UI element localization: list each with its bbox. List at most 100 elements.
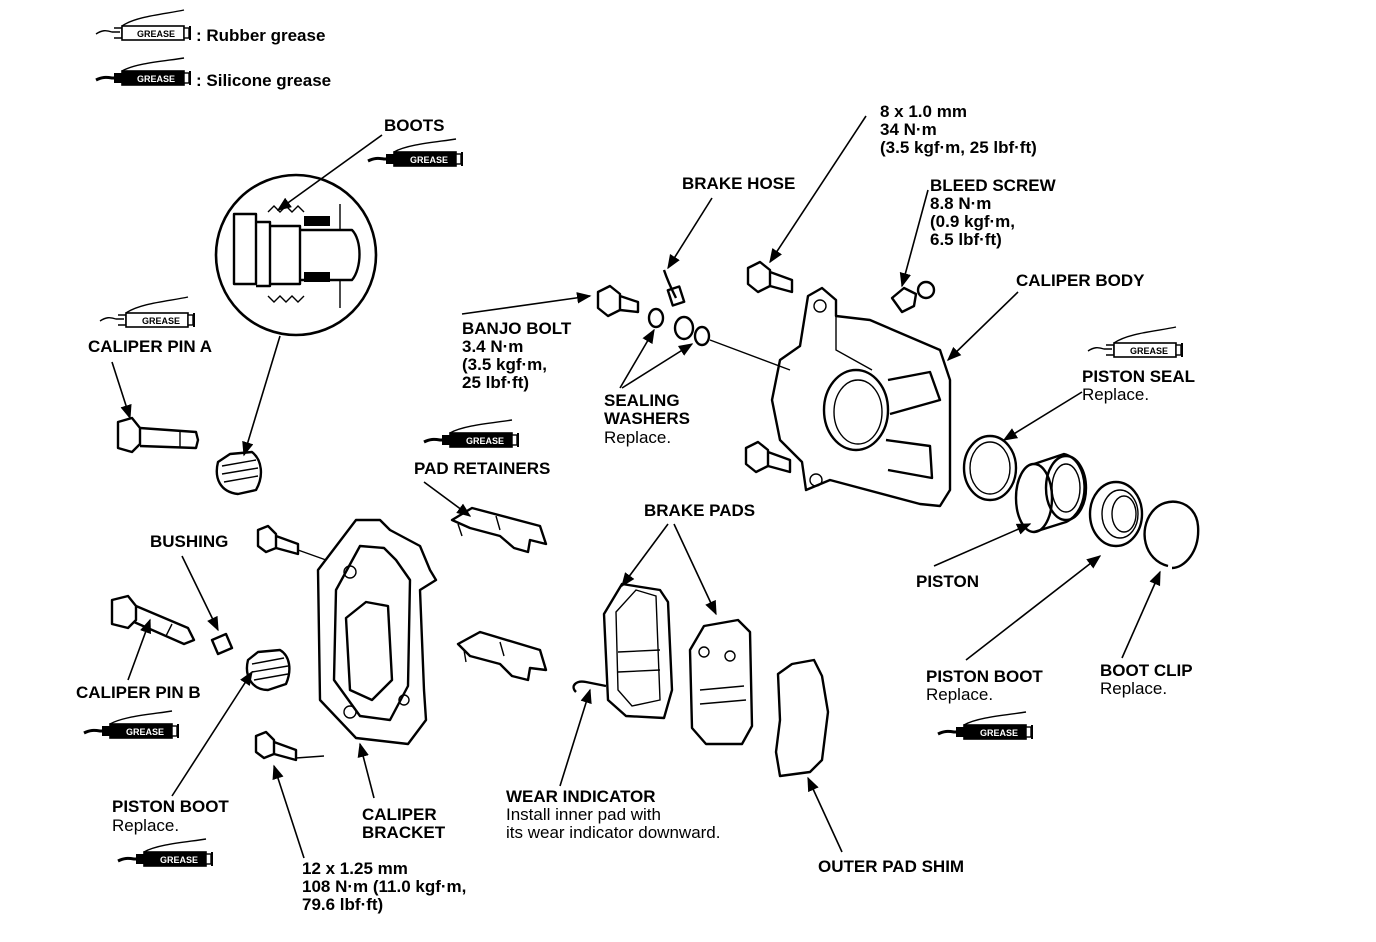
hose-guide-line bbox=[709, 339, 791, 371]
caliper-body-leader bbox=[946, 291, 1019, 362]
label-wear-indicator-1: Install inner pad with bbox=[506, 805, 661, 824]
bushing-leader bbox=[181, 555, 219, 632]
outer-brake-pad bbox=[688, 618, 754, 746]
caliper-pin-b bbox=[110, 594, 196, 646]
piston-boot-part bbox=[1088, 480, 1144, 548]
label-boot-clip: BOOT CLIP bbox=[1100, 661, 1193, 680]
label-banjo-bolt-2: (3.5 kgf·m, bbox=[462, 355, 547, 374]
sealing-washers-leader-1 bbox=[619, 328, 655, 389]
label-bleed-screw: BLEED SCREW bbox=[930, 176, 1057, 195]
label-caliper-bracket-2: BRACKET bbox=[362, 823, 446, 842]
boots-leader bbox=[276, 134, 383, 211]
label-bracket-bolt-3: 79.6 lbf·ft) bbox=[302, 895, 383, 914]
body-bolt-bottom bbox=[744, 440, 792, 474]
label-boots: BOOTS bbox=[384, 116, 444, 135]
boot-clip-part bbox=[1143, 500, 1200, 570]
label-bleed-screw-2: (0.9 kgf·m, bbox=[930, 212, 1015, 231]
caliper-pin-a bbox=[116, 416, 200, 454]
label-caliper-pin-a: CALIPER PIN A bbox=[88, 337, 212, 356]
label-body-bolt-1: 8 x 1.0 mm bbox=[880, 102, 967, 121]
piston-seal-part bbox=[962, 434, 1018, 502]
label-pad-retainers: PAD RETAINERS bbox=[414, 459, 550, 478]
svg-text:GREASE: GREASE bbox=[142, 316, 180, 326]
label-body-bolt-2: 34 N·m bbox=[880, 120, 937, 139]
caliper-pin-b-leader bbox=[127, 618, 151, 681]
label-outer-pad-shim: OUTER PAD SHIM bbox=[818, 857, 964, 876]
brake-hose-part bbox=[662, 269, 695, 341]
svg-text:GREASE: GREASE bbox=[410, 155, 448, 165]
bracket-bolt-top bbox=[256, 524, 300, 556]
label-bleed-screw-3: 6.5 lbf·ft) bbox=[930, 230, 1002, 249]
pad-retainers-leader bbox=[423, 481, 472, 517]
svg-text:GREASE: GREASE bbox=[126, 727, 164, 737]
sealing-washers-leader-2 bbox=[621, 343, 694, 389]
label-body-bolt-3: (3.5 kgf·m, 25 lbf·ft) bbox=[880, 138, 1037, 157]
grease-tag-caliper-pin-a: GREASE bbox=[99, 296, 195, 328]
banjo-bolt bbox=[596, 284, 640, 318]
svg-text:GREASE: GREASE bbox=[980, 728, 1018, 738]
boots-detail bbox=[214, 173, 378, 337]
label-brake-pads: BRAKE PADS bbox=[644, 501, 755, 520]
body-bolt-leader bbox=[769, 115, 867, 264]
svg-text:GREASE: GREASE bbox=[1130, 346, 1168, 356]
piston-boot-left-leader bbox=[171, 670, 253, 797]
svg-text:GREASE: GREASE bbox=[160, 855, 198, 865]
caliper-pin-a-leader bbox=[111, 361, 132, 420]
label-bushing: BUSHING bbox=[150, 532, 228, 551]
label-sealing-washers-note: Replace. bbox=[604, 428, 671, 447]
brake-pads-leader-outer bbox=[673, 523, 717, 616]
grease-tag-caliper-pin-b: GREASE bbox=[82, 709, 180, 740]
boot-part-b bbox=[245, 648, 291, 692]
brake-hose-leader bbox=[667, 197, 713, 270]
grease-tag-piston-seal: GREASE bbox=[1087, 326, 1183, 358]
label-wear-indicator-2: its wear indicator downward. bbox=[506, 823, 720, 842]
grease-tag-boots: GREASE bbox=[366, 137, 464, 168]
label-banjo-bolt-3: 25 lbf·ft) bbox=[462, 373, 529, 392]
grease-tag-piston-boot-left: GREASE bbox=[116, 837, 214, 868]
label-piston-seal: PISTON SEAL bbox=[1082, 367, 1195, 386]
piston-part bbox=[1014, 452, 1088, 534]
label-bracket-bolt-2: 108 N·m (11.0 kgf·m, bbox=[302, 877, 466, 896]
caliper-bracket bbox=[316, 518, 438, 746]
piston-seal-leader bbox=[1002, 391, 1083, 441]
legend-silicone-label: : Silicone grease bbox=[196, 71, 331, 90]
grease-tag-pad-retainers: GREASE bbox=[422, 418, 520, 449]
label-piston-seal-note: Replace. bbox=[1082, 385, 1149, 404]
legend-rubber-tube-text: GREASE bbox=[137, 29, 175, 39]
banjo-bolt-leader bbox=[461, 292, 592, 315]
inner-brake-pad bbox=[572, 582, 674, 720]
boot-clip-leader bbox=[1121, 570, 1161, 659]
boots-detail-leader bbox=[242, 335, 281, 457]
label-caliper-body: CALIPER BODY bbox=[1016, 271, 1145, 290]
label-piston-boot-left: PISTON BOOT bbox=[112, 797, 229, 816]
bushing-part bbox=[210, 632, 234, 656]
caliper-body bbox=[770, 286, 952, 508]
boot-part bbox=[215, 450, 263, 496]
label-wear-indicator: WEAR INDICATOR bbox=[506, 787, 656, 806]
label-bracket-bolt-1: 12 x 1.25 mm bbox=[302, 859, 408, 878]
legend-rubber: GREASE : Rubber grease bbox=[95, 9, 325, 45]
label-banjo-bolt-1: 3.4 N·m bbox=[462, 337, 523, 356]
label-bleed-screw-1: 8.8 N·m bbox=[930, 194, 991, 213]
label-banjo-bolt: BANJO BOLT bbox=[462, 319, 572, 338]
legend-silicone: GREASE : Silicone grease bbox=[94, 56, 331, 90]
label-brake-hose: BRAKE HOSE bbox=[682, 174, 795, 193]
caliper-bracket-leader bbox=[357, 742, 375, 799]
label-sealing-washers-1: SEALING bbox=[604, 391, 680, 410]
bracket-bolt-leader bbox=[272, 764, 305, 859]
sealing-washer-1 bbox=[647, 307, 665, 329]
pad-retainer-bottom bbox=[456, 630, 548, 682]
body-bolt-top bbox=[746, 260, 794, 294]
bleed-screw-part bbox=[890, 280, 936, 314]
label-sealing-washers-2: WASHERS bbox=[604, 409, 690, 428]
label-piston-boot-right-note: Replace. bbox=[926, 685, 993, 704]
piston-leader bbox=[933, 523, 1032, 567]
bracket-bolt-bottom bbox=[254, 730, 298, 762]
svg-text:GREASE: GREASE bbox=[466, 436, 504, 446]
label-boot-clip-note: Replace. bbox=[1100, 679, 1167, 698]
label-piston: PISTON bbox=[916, 572, 979, 591]
piston-boot-right-leader bbox=[965, 555, 1102, 661]
sealing-washer-2 bbox=[693, 325, 711, 347]
wear-indicator-leader bbox=[559, 688, 592, 787]
